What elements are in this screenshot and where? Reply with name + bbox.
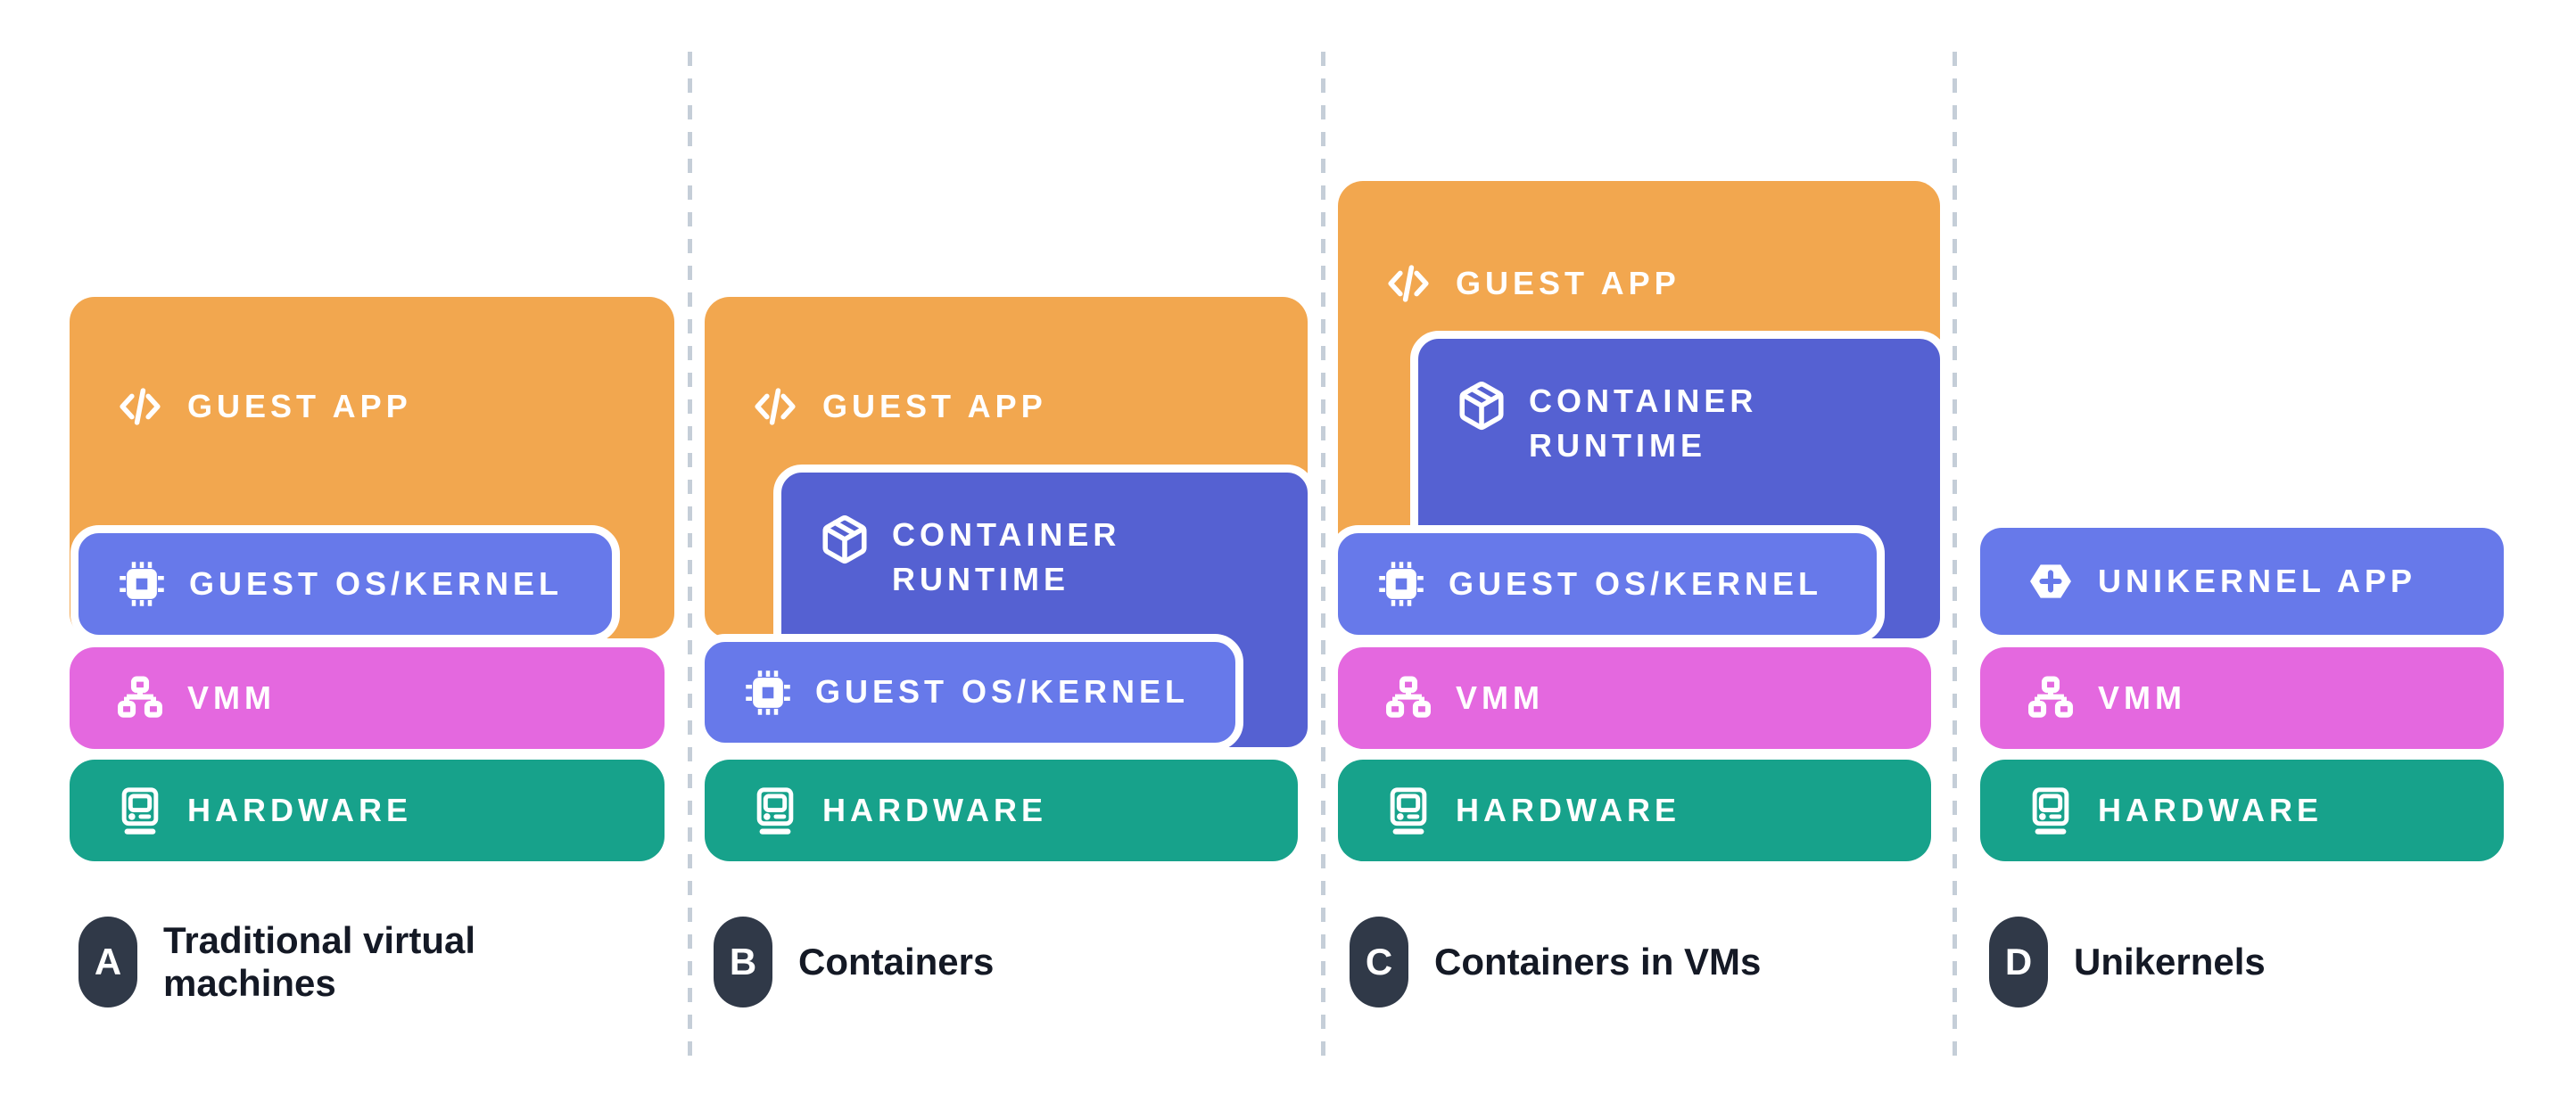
column-caption-c: Containers in VMs xyxy=(1434,940,1762,983)
column-badge-b: B xyxy=(714,917,772,1007)
monitor-icon xyxy=(1383,785,1434,836)
block-unikernel-app: UNIKERNEL APP xyxy=(1980,528,2504,635)
block-label: GUEST APP xyxy=(822,387,1047,424)
sitemap-icon xyxy=(2025,673,2076,723)
block-label: GUEST OS/KERNEL xyxy=(189,564,564,602)
column-divider xyxy=(688,52,692,1063)
block-label: VMM xyxy=(1456,678,1544,716)
block-label: GUEST APP xyxy=(187,387,412,424)
column-caption-b: Containers xyxy=(798,940,995,983)
block-label: VMM xyxy=(187,678,276,716)
block-label: CONTAINER RUNTIME xyxy=(892,516,1121,598)
block-label: HARDWARE xyxy=(187,791,412,828)
monitor-icon xyxy=(2025,785,2076,836)
sitemap-icon xyxy=(114,673,166,723)
block-label: GUEST OS/KERNEL xyxy=(1449,564,1823,602)
code-icon xyxy=(1383,258,1434,309)
column-divider xyxy=(1953,52,1957,1063)
column-caption-a: Traditional virtual machines xyxy=(163,918,476,1004)
block-hardware: HARDWARE xyxy=(1980,760,2504,861)
package-icon xyxy=(819,513,871,566)
block-label: GUEST APP xyxy=(1456,264,1680,301)
block-label: HARDWARE xyxy=(822,791,1047,828)
code-icon xyxy=(114,381,166,432)
block-hardware: HARDWARE xyxy=(705,760,1298,861)
block-label: UNIKERNEL APP xyxy=(2098,562,2417,599)
block-guest-os-kernel: GUEST OS/KERNEL xyxy=(70,525,620,643)
block-label: HARDWARE xyxy=(1456,791,1680,828)
package-icon xyxy=(1456,379,1507,432)
chip-icon xyxy=(116,560,168,608)
block-guest-os-kernel: GUEST OS/KERNEL xyxy=(697,634,1243,751)
chip-icon xyxy=(742,669,794,717)
code-icon xyxy=(749,381,801,432)
monitor-icon xyxy=(114,785,166,836)
column-divider xyxy=(1321,52,1325,1063)
block-vmm: VMM xyxy=(70,647,665,749)
sitemap-icon xyxy=(1383,673,1434,723)
column-badge-d: D xyxy=(1989,917,2048,1007)
block-label: GUEST OS/KERNEL xyxy=(815,673,1190,711)
column-badge-c: C xyxy=(1350,917,1408,1007)
chip-icon xyxy=(1375,560,1427,608)
block-label: CONTAINER RUNTIME xyxy=(1529,382,1758,465)
block-hardware: HARDWARE xyxy=(1338,760,1931,861)
monitor-icon xyxy=(749,785,801,836)
column-badge-a: A xyxy=(78,917,137,1007)
block-guest-os-kernel: GUEST OS/KERNEL xyxy=(1330,525,1885,643)
hexagon-plus-icon xyxy=(2025,558,2076,604)
block-label: HARDWARE xyxy=(2098,791,2323,828)
block-label: VMM xyxy=(2098,678,2186,716)
block-vmm: VMM xyxy=(1980,647,2504,749)
block-vmm: VMM xyxy=(1338,647,1931,749)
block-hardware: HARDWARE xyxy=(70,760,665,861)
column-caption-d: Unikernels xyxy=(2074,940,2266,983)
